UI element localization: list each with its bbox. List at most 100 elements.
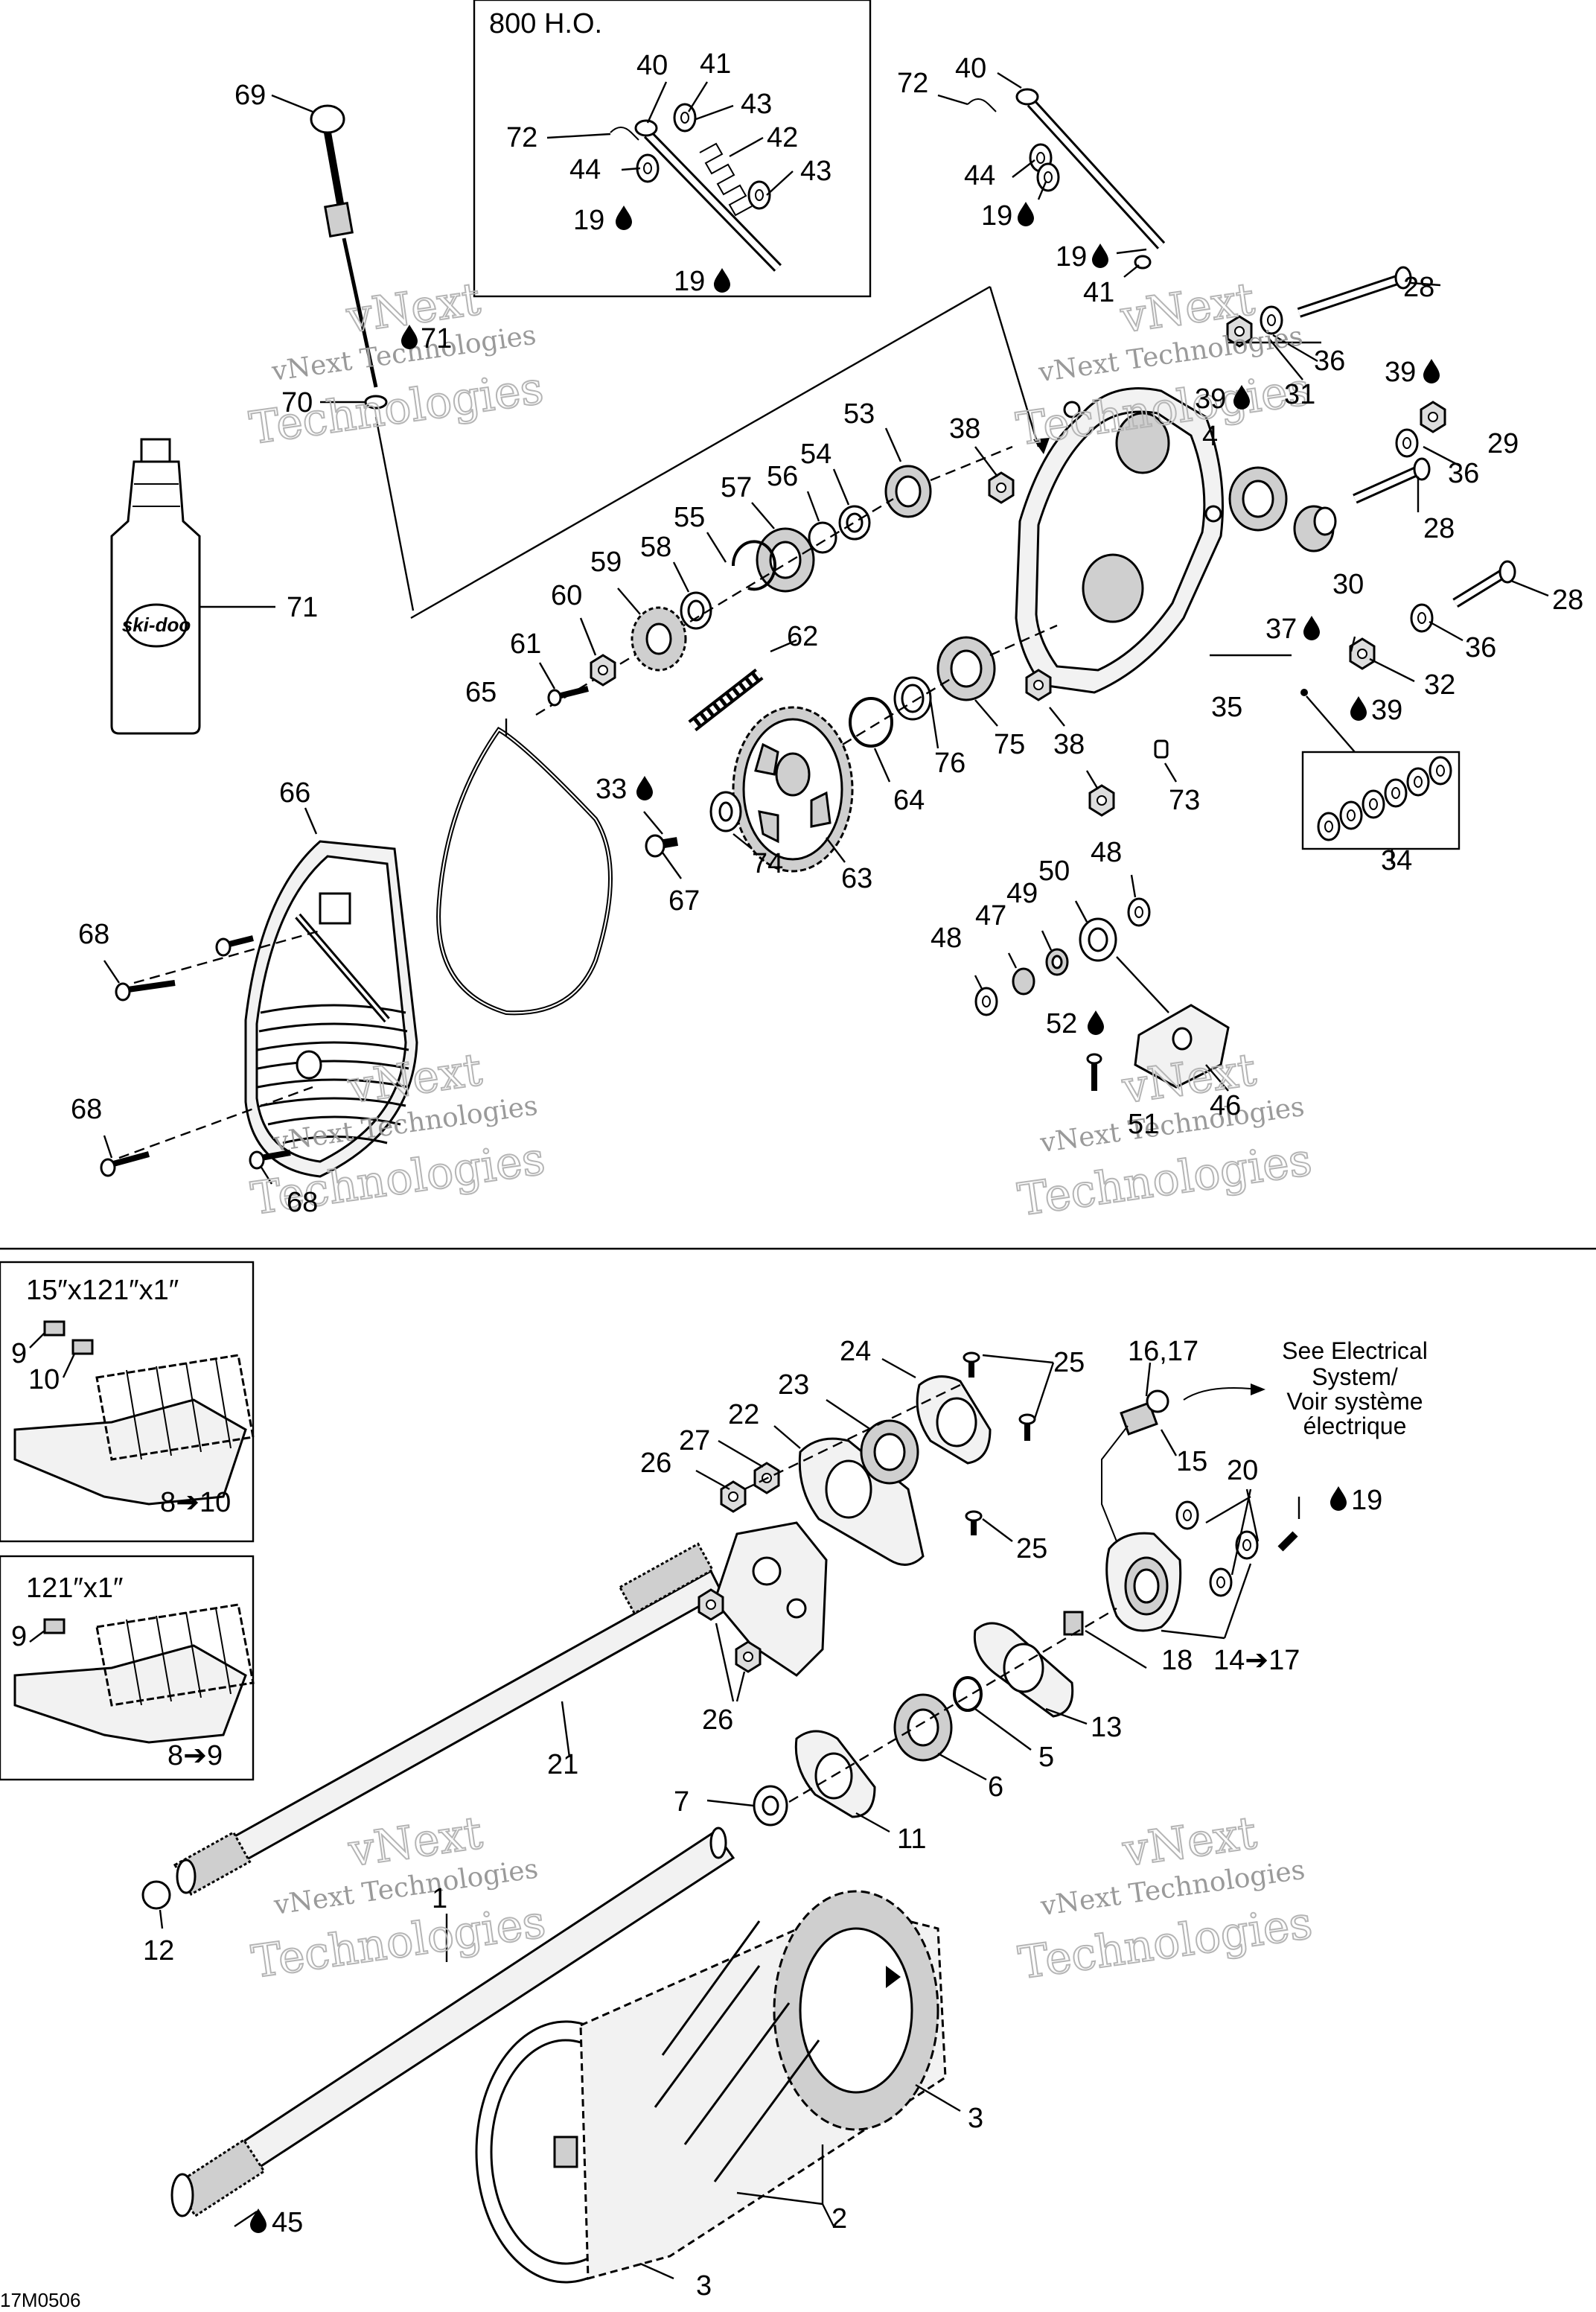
inset-track-a: 15″x121″x1″ 8➔10	[0, 1261, 255, 1543]
callout-51: 51	[1128, 1109, 1159, 1140]
bolts-25	[963, 1351, 1055, 1542]
callout-3: 3	[968, 2103, 983, 2134]
bolt-28-middle	[1353, 457, 1431, 512]
callout-25: 25	[1016, 1533, 1047, 1564]
callout-56: 56	[767, 461, 798, 492]
inset-track-b: 121″x1″ 8➔9	[0, 1555, 255, 1781]
main-shaft-1	[170, 1827, 735, 2227]
callout-16-17: 16,17	[1128, 1336, 1198, 1367]
callout-60: 60	[551, 580, 582, 611]
callouts: 40 41 43 72 42 44 43 19 19 69 71 70 71 7…	[11, 48, 1583, 2302]
pin-73	[1154, 739, 1169, 759]
inset-800ho: 800 H.O.	[473, 0, 872, 298]
callout-22: 22	[728, 1399, 759, 1430]
nut-60	[579, 617, 616, 687]
speed-sensor-15	[1101, 1362, 1265, 1542]
callout-29: 29	[1487, 428, 1519, 459]
shims-34	[1300, 689, 1461, 864]
callout-2: 2	[831, 2203, 847, 2235]
bearing-plate-22	[773, 1425, 925, 1566]
callout-45: 45	[272, 2207, 303, 2238]
callout-54: 54	[800, 439, 831, 470]
callout-33: 33	[596, 774, 627, 805]
circlip-55	[731, 540, 776, 591]
tensioner-30	[1293, 505, 1337, 552]
bearing-49	[1045, 948, 1069, 976]
callout-73: 73	[1169, 785, 1200, 816]
flange-24	[881, 1357, 992, 1465]
bearing-23	[826, 1399, 919, 1485]
callout-26: 26	[640, 1448, 671, 1479]
callout-44: 44	[964, 160, 995, 191]
callout-23: 23	[778, 1369, 809, 1401]
sensor-housing-14	[1105, 1532, 1182, 1632]
callout-19: 19	[981, 200, 1012, 232]
callout-75: 75	[994, 729, 1025, 760]
bearing-75	[936, 636, 996, 701]
electrical-note-line1: See Electrical	[1282, 1337, 1428, 1364]
spring-42	[699, 142, 753, 217]
callout-21: 21	[547, 1749, 578, 1780]
callout-71: 71	[287, 592, 318, 623]
drive-sprockets-2	[475, 1890, 961, 2284]
chaincase-cover-66	[244, 807, 418, 1178]
diagram-code: 17M0506	[0, 2289, 80, 2311]
callout-62: 62	[787, 621, 818, 652]
callout-24: 24	[840, 1336, 871, 1367]
callout-44: 44	[569, 154, 601, 185]
callout-50: 50	[1038, 856, 1070, 887]
bearing-6	[893, 1693, 987, 1781]
chain-62	[688, 639, 797, 732]
inset-track-a-title: 15″x121″x1″	[26, 1275, 179, 1306]
callout-36: 36	[1465, 632, 1496, 663]
inset-track-b-range: 8➔9	[167, 1740, 223, 1771]
callout-48: 48	[1091, 837, 1122, 868]
callout-41: 41	[1083, 277, 1114, 308]
electrical-note: See Electrical System/ Voir système élec…	[1282, 1337, 1428, 1439]
callout-67: 67	[668, 885, 700, 917]
callout-68: 68	[71, 1094, 102, 1125]
bolt-67	[643, 811, 682, 879]
tensioner-block-46	[1134, 1004, 1230, 1092]
callout-70: 70	[281, 387, 313, 418]
gasket-65	[436, 719, 613, 1016]
sprocket-63	[732, 706, 854, 873]
chaincase-housing-35	[1015, 387, 1224, 694]
callout-38: 38	[949, 413, 980, 445]
callout-26: 26	[702, 1704, 733, 1736]
callout-35: 35	[1211, 692, 1242, 723]
callout-34: 34	[1381, 845, 1412, 876]
shaft-40-right	[937, 71, 1166, 278]
spacer-74	[709, 791, 753, 850]
callout-11: 11	[897, 1824, 926, 1855]
plate-13	[973, 1622, 1088, 1725]
bearing-57	[756, 527, 815, 593]
callout-37: 37	[1265, 614, 1297, 645]
dipstick-69	[271, 94, 415, 611]
callout-53: 53	[843, 398, 875, 430]
callout-43: 43	[800, 156, 831, 187]
callout-14-17: 14➔17	[1213, 1645, 1300, 1676]
bearing-4	[1228, 466, 1288, 532]
callout-31: 31	[1284, 379, 1315, 410]
inset-800ho-title: 800 H.O.	[489, 8, 602, 39]
callout-4: 4	[1202, 421, 1218, 452]
bearing-47	[1012, 967, 1035, 996]
callout-47: 47	[975, 900, 1006, 932]
circlip-64	[849, 697, 893, 748]
callout-41: 41	[700, 48, 731, 80]
callout-28: 28	[1423, 513, 1455, 544]
callout-36: 36	[1448, 458, 1479, 489]
callout-64: 64	[893, 785, 925, 816]
oil-bottle-71: ski-doo	[110, 438, 275, 735]
spacer-58	[680, 591, 712, 630]
callout-19: 19	[1056, 241, 1087, 273]
callout-1: 1	[432, 1883, 447, 1914]
callout-18: 18	[1161, 1645, 1193, 1676]
callout-46: 46	[1210, 1090, 1241, 1121]
callout-7: 7	[674, 1786, 689, 1818]
callout-39: 39	[1195, 383, 1226, 415]
callout-40: 40	[636, 50, 668, 81]
inset-track-a-range: 8➔10	[160, 1487, 231, 1518]
callout-69: 69	[234, 80, 266, 111]
